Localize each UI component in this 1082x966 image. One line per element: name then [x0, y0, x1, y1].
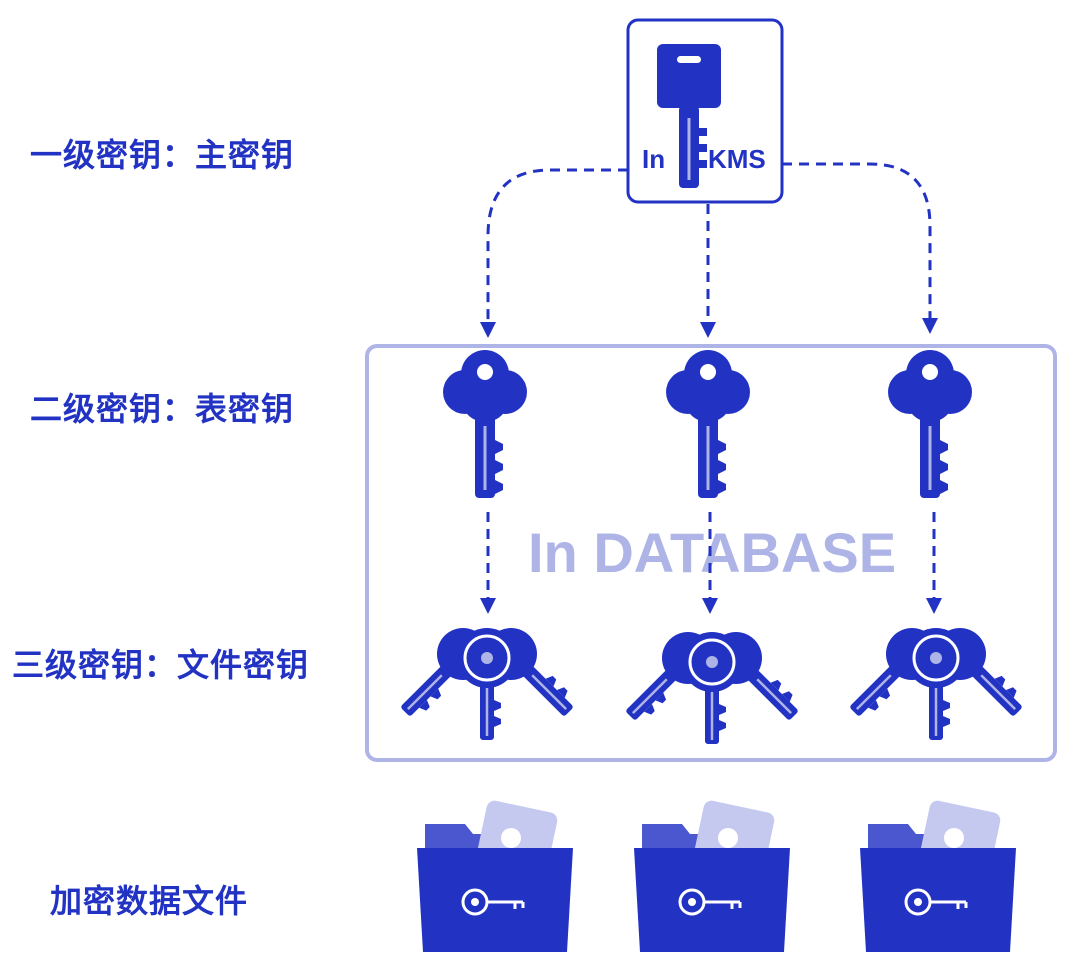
level1-label: 一级密钥：主密钥 — [30, 136, 295, 174]
arrowhead-1 — [480, 322, 496, 338]
level3-label: 三级密钥：文件密钥 — [12, 646, 310, 684]
arrowhead-2 — [700, 322, 716, 338]
arrowhead-3 — [922, 318, 938, 334]
table-key-icon — [441, 348, 529, 500]
table-key-icon — [886, 348, 974, 500]
arrowhead-5 — [702, 598, 718, 614]
kms-prefix: In — [642, 144, 665, 174]
level2-label: 二级密钥：表密钥 — [30, 390, 295, 428]
kms-suffix: KMS — [708, 144, 766, 174]
arrow-kms-to-table-key-3 — [782, 162, 932, 322]
database-label: In DATABASE — [528, 521, 896, 584]
encrypted-folder-icon — [415, 797, 575, 954]
file-keys-icon — [387, 617, 588, 740]
file-keys-icon — [836, 617, 1037, 740]
database-box — [365, 344, 1057, 762]
arrowhead-4 — [480, 598, 496, 614]
arrow-kms-to-table-key-1 — [486, 168, 628, 326]
files-label: 加密数据文件 — [50, 882, 249, 920]
table-key-icon — [664, 348, 752, 500]
encrypted-folder-icon — [858, 797, 1018, 954]
encrypted-folder-icon — [632, 797, 792, 954]
arrowhead-6 — [926, 598, 942, 614]
file-keys-icon — [612, 621, 813, 744]
